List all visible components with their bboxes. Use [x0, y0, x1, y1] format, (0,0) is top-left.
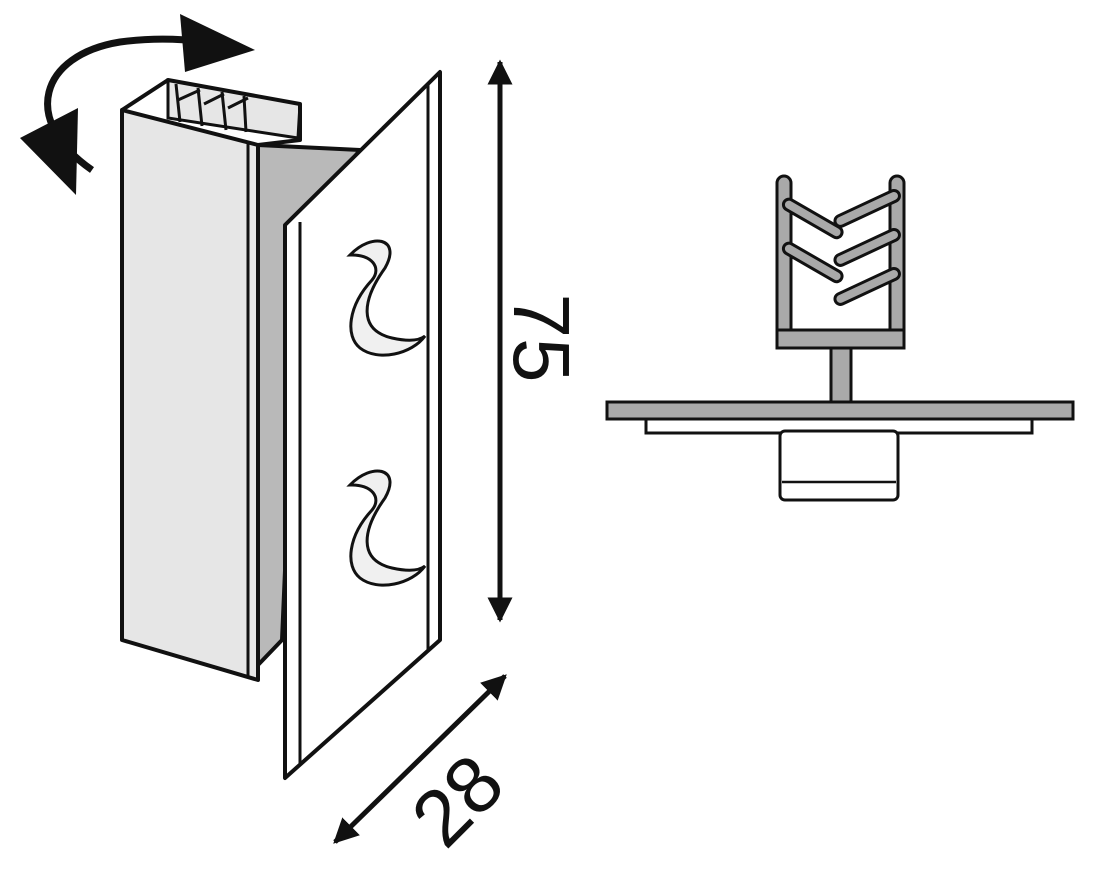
rotation-arrow-icon	[20, 14, 255, 195]
adhesive-hook-upper	[346, 239, 427, 357]
connector-wing-panel	[283, 70, 442, 780]
depth-label: 28	[395, 738, 521, 864]
profile-cross-section	[605, 174, 1075, 502]
depth-dimension-arrow-icon	[333, 674, 507, 844]
height-label: 75	[497, 294, 586, 383]
connector-front-face	[120, 108, 260, 682]
profile-fins	[781, 188, 901, 306]
connector-3d-view	[20, 14, 442, 780]
adhesive-hook-lower	[346, 469, 427, 587]
height-dimension: 75	[487, 59, 586, 623]
